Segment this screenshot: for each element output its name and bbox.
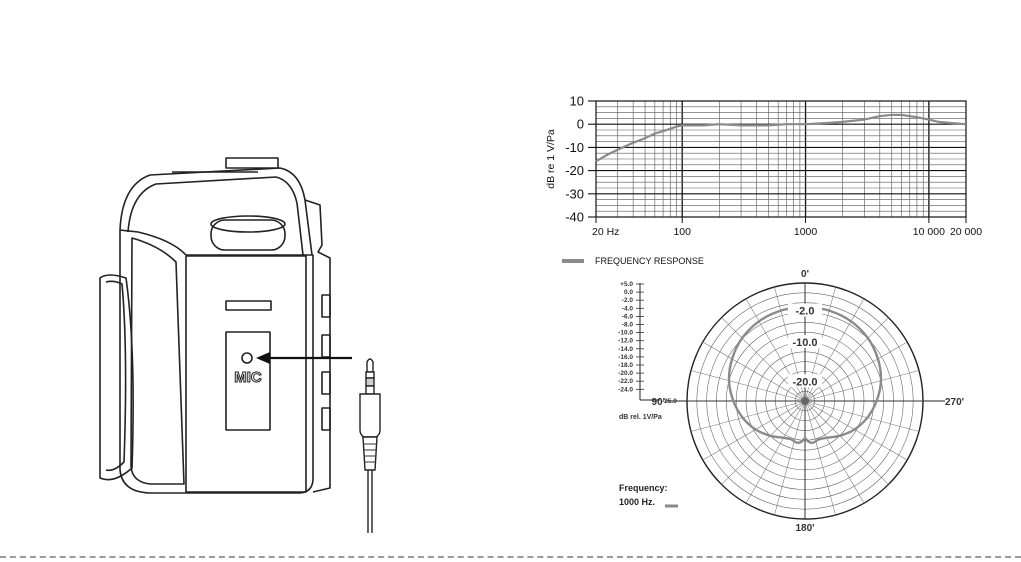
polar-spoke [722,318,805,401]
plug-tip [367,359,373,372]
camera-eyecup-ring [106,281,126,470]
frequency-response-y-axis-label: dB re 1 V/Pa [545,129,557,189]
camera-hot-shoe [226,158,278,168]
fr-y-tick-label: 10 [570,94,584,109]
polar-db-scale: +5.00.0-2.0-4.0-6.0-8.0-10.0-12.0-14.0-1… [618,281,677,405]
polar-spoke [805,318,888,401]
polar-scale-label: -18.0 [618,362,633,369]
camera-illustration [100,158,330,493]
fr-y-tick-label: -10 [565,140,584,155]
polar-unit-label: dB rel. 1V/Pa [619,414,662,421]
camera-grip-inner [131,238,184,484]
polar-scale-label: -24.0 [618,386,633,393]
polar-scale-label: +5.0 [620,281,633,288]
polar-scale-label: -20.0 [618,370,633,377]
camera-grip [120,230,313,493]
plug-ring-2 [366,378,374,386]
fr-y-tick-label: -40 [565,210,584,225]
polar-frequency-label: Frequency: [619,483,668,493]
fr-x-tick-label: 100 [673,226,691,238]
plug-body [360,394,380,437]
mic-plug-cable [360,359,380,533]
polar-spoke [703,401,805,460]
camera-side-button-2 [322,335,330,357]
polar-scale-label: -4.0 [622,305,634,312]
polar-pattern-chart: -2.0-10.0-20.0 0'90'180'270' +5.00.0-2.0… [618,269,964,534]
frequency-response-legend: FREQUENCY RESPONSE [562,256,704,266]
mic-port-label: MIC [234,369,262,386]
plug-cable [368,470,372,533]
camera-side-button-3 [322,372,330,394]
fr-y-tick-label: -30 [565,186,584,201]
plug-ring-3 [366,386,374,394]
polar-scale-label: -16.0 [618,354,633,361]
polar-scale-label: 0.0 [624,289,633,296]
plug-ring-1 [366,372,374,378]
polar-scale-label: -8.0 [622,322,634,329]
camera-side-button-1 [322,295,330,317]
polar-spoke [805,401,864,503]
polar-angle-label: 180' [795,523,814,534]
polar-angle-label: 0' [801,269,809,280]
mic-jack-socket [242,353,252,363]
polar-scale-label: -2.0 [622,297,634,304]
camera-side-button-4 [322,408,330,430]
polar-spoke [805,342,907,401]
polar-ring-label: -2.0 [796,306,815,318]
polar-scale-label: -6.0 [622,313,634,320]
fr-y-tick-label: -20 [565,163,584,178]
camera-strap-lug [226,301,271,310]
polar-scale-label: -14.0 [618,346,633,353]
polar-spoke [746,401,805,503]
legend-label: FREQUENCY RESPONSE [595,256,704,266]
camera-mode-dial-top [211,216,285,232]
polar-ring-label: -10.0 [792,337,817,349]
fr-x-tick-label: 1000 [794,226,818,238]
polar-center-dot [801,397,809,405]
polar-spoke [805,401,888,484]
polar-angle-label: 270' [945,397,964,408]
polar-spoke [703,342,805,401]
fr-x-tick-label: 20 000 [950,226,982,238]
plug-strain-relief [363,437,377,470]
fr-y-tick-label: 0 [577,117,584,132]
camera-top-housing-inner [128,177,303,255]
polar-frequency-value: 1000 Hz. [619,497,655,507]
camera-eyecup [100,275,133,480]
polar-spoke [722,401,805,484]
camera-mode-dial [211,220,285,250]
frequency-response-y-ticks: 10 0 -10 -20 -30 -40 [565,94,596,225]
polar-scale-label: -10.0 [618,330,633,337]
frequency-response-grid [596,101,966,217]
camera-right-edge [305,200,330,492]
polar-spoke [805,401,907,460]
fr-x-tick-label: 20 Hz [592,226,619,238]
polar-grid [665,283,945,519]
polar-scale-label: -12.0 [618,338,633,345]
frequency-response-curve [596,115,966,161]
polar-ring-label: -20.0 [792,376,817,388]
polar-ring-labels: -2.0 -10.0 -20.0 [788,304,822,389]
frequency-response-x-ticks: 20 Hz 100 1000 10 000 20 000 [592,217,982,238]
page-bottom-divider [0,556,1021,558]
fr-x-tick-label: 10 000 [913,226,945,238]
polar-scale-label: -25.0 [662,398,677,405]
polar-scale-label: -22.0 [618,378,633,385]
